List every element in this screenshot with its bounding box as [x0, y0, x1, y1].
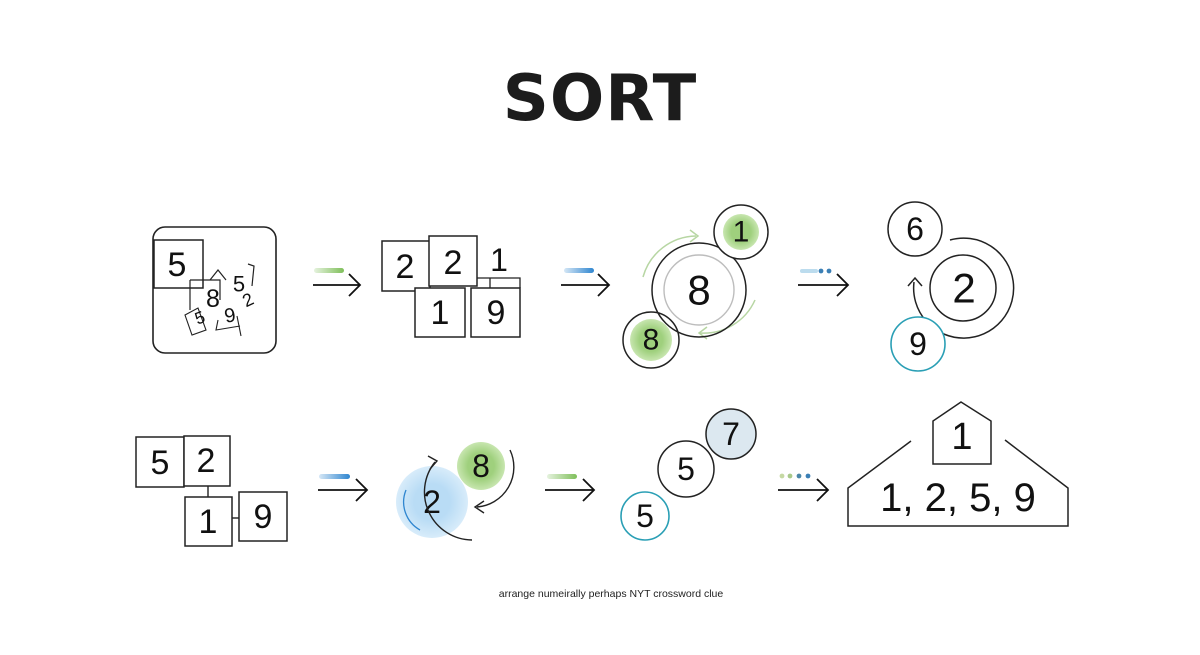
digit: 7: [722, 416, 740, 452]
step-2-tiles: 2 2 1 1 9: [381, 235, 521, 338]
arrow-7: [778, 473, 830, 502]
blue-dash-accent: [319, 474, 350, 479]
arrow-1: [313, 268, 362, 297]
step-8-sorted-result: 1 1, 2, 5, 9: [847, 401, 1069, 527]
digit: 8: [643, 324, 660, 357]
digit: 2: [444, 244, 463, 282]
step-7-chain: 7 5 5: [620, 408, 757, 541]
step-1-jumbled-box: 5 8 5 2 5 9: [152, 226, 277, 354]
page-title: SORT: [502, 62, 698, 136]
arrow-right-icon: [313, 273, 362, 297]
digit: 9: [487, 294, 506, 332]
digit: 1: [490, 242, 508, 278]
digit: 2: [952, 265, 975, 312]
digit: 8: [472, 448, 490, 484]
digit: 6: [906, 211, 924, 247]
blue-dash-accent: [564, 268, 594, 273]
digit: 5: [636, 498, 654, 534]
digit: 5: [677, 451, 695, 487]
digit: 9: [909, 326, 927, 362]
digit: 9: [254, 498, 273, 536]
arrow-right-icon: [798, 273, 850, 297]
step-4-rotate: 6 2 9: [887, 201, 1015, 372]
arrow-right-icon: [318, 478, 369, 502]
digit: 5: [168, 246, 187, 284]
arrow-6: [545, 474, 596, 502]
digit: 2: [197, 442, 216, 480]
digit: 2: [396, 248, 415, 286]
arrow-right-icon: [545, 478, 596, 502]
step-5-tiles: 5 2 1 9: [135, 435, 288, 547]
digit: 8: [206, 285, 220, 313]
digit: 1: [951, 416, 972, 458]
green-dash-accent: [547, 474, 577, 479]
green-dash-accent: [314, 268, 344, 273]
sorted-result: 1, 2, 5, 9: [880, 476, 1036, 520]
step-6-swap: 2 8: [396, 442, 515, 541]
step-3-swap: 8 1 8: [622, 204, 769, 369]
arrow-right-icon: [778, 478, 830, 502]
caption: arrange numeirally perhaps NYT crossword…: [498, 588, 724, 600]
arrow-right-icon: [561, 273, 611, 297]
arrow-2: [561, 268, 611, 297]
digit: 1: [431, 294, 450, 332]
digit: 9: [223, 304, 238, 328]
digit: 1: [199, 503, 218, 541]
digit: 2: [423, 484, 441, 520]
digit: 5: [233, 272, 245, 297]
arrow-3: [798, 268, 850, 297]
digit: 8: [687, 267, 710, 314]
digit: 1: [733, 216, 750, 249]
arrow-5: [318, 474, 369, 502]
digit: 5: [151, 444, 170, 482]
